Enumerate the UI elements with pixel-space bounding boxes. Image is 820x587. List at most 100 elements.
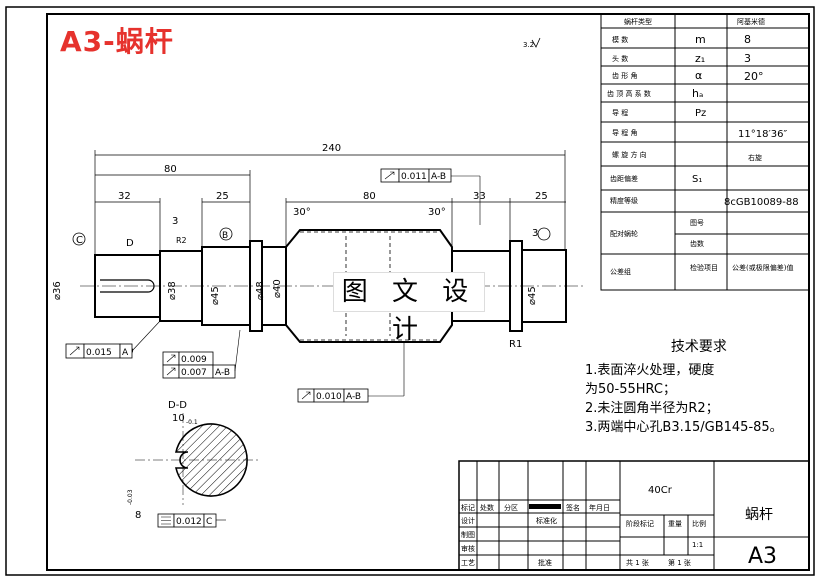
dim-33: 33 [473, 191, 486, 202]
param-value: 公差(或极限偏差)值 [732, 263, 793, 272]
title-block-text: 标记 处数 分区 签名 年月日 设计 标准化 制图 审核 工艺 批准 阶段标记 … [461, 503, 706, 567]
section-d-label: D [126, 238, 134, 249]
tb-label: 分区 [504, 503, 518, 512]
dim-32: 32 [118, 191, 131, 202]
dim-dia-38: ⌀38 [167, 281, 178, 300]
datum-b-label: B [222, 231, 228, 241]
dim-25-left: 25 [216, 191, 229, 202]
params-header-value: 阿基米德 [737, 17, 765, 26]
tb-label: 设计 [461, 516, 475, 525]
section-view [135, 413, 260, 505]
param-symbol: 齿数 [690, 239, 704, 248]
gdt-runout-top-value: 0.011 [401, 172, 427, 182]
watermark: 图 文 设 计 [333, 272, 485, 345]
tb-scale: 比例 [692, 519, 706, 528]
param-value: 20° [744, 70, 764, 83]
param-value: 3 [744, 52, 751, 65]
dim-left-section: 80 [164, 164, 177, 175]
tb-part-name: 蜗杆 [745, 507, 773, 523]
section-view-title: D-D [168, 400, 187, 411]
param-label: 模 数 [612, 35, 628, 44]
gdt-text: 0.015 A 0.009 0.007 A-B 0.011 A-B 0.010 … [86, 172, 446, 527]
section-width: 10 [172, 413, 185, 424]
tb-scale-value: 1:1 [692, 541, 703, 549]
param-label: 配对蜗轮 [610, 229, 638, 238]
dim-dia-left: ⌀36 [52, 281, 63, 300]
dimension-lines [94, 150, 566, 255]
dim-dia-48: ⌀48 [255, 281, 266, 300]
tech-item: 1.表面淬火处理，硬度 [585, 363, 715, 378]
section-depth: 8 [135, 510, 141, 521]
outer-border [5, 6, 815, 576]
datum-a-circle [537, 227, 551, 241]
tb-stage: 阶段标记 [626, 519, 654, 528]
dim-middle: 80 [363, 191, 376, 202]
tb-weight: 重量 [668, 520, 682, 528]
gdt-runout-ab2-datum: A-B [346, 392, 361, 402]
roughness-mark: 3.2 [523, 41, 534, 49]
gdt-runout-a-value: 0.015 [86, 348, 112, 358]
tb-label: 签名 [566, 503, 580, 512]
dim-dia-40: ⌀40 [272, 279, 283, 298]
datum-c-circle [72, 232, 86, 246]
tb-label: 年月日 [589, 503, 610, 512]
tb-label: 批准 [538, 558, 552, 567]
dim-r1: R1 [509, 339, 522, 350]
tb-material: 40Cr [648, 485, 673, 496]
param-symbol: hₐ [692, 87, 703, 100]
title-block [458, 460, 810, 571]
param-label: 头 数 [612, 54, 628, 63]
gdt-runout-a-datum: A [122, 348, 129, 358]
tb-sheets-total: 共 1 张 [626, 558, 649, 567]
tb-label: 审核 [461, 544, 475, 553]
param-label: 齿 形 角 [612, 71, 637, 80]
param-label: 公差组 [610, 267, 631, 276]
gdt-sym-value: 0.012 [176, 517, 202, 527]
param-label: 导 程 [612, 108, 628, 117]
param-symbol: S₁ [692, 174, 702, 185]
dim-3-left: 3 [172, 216, 178, 227]
tech-requirements: 技术要求 1.表面淬火处理，硬度 为50-55HRC； 2.未注圆角半径为R2；… [585, 338, 783, 437]
param-label: 齿距偏差 [610, 174, 638, 183]
gdt-sym-datum: C [206, 517, 212, 527]
param-label: 齿 顶 高 系 数 [607, 89, 651, 98]
tech-item: 2.未注圆角半径为R2； [585, 401, 719, 416]
title-block-bar [529, 504, 561, 509]
datum-b-circle [219, 227, 233, 241]
params-header-type: 蜗杆类型 [624, 17, 652, 26]
param-symbol: z₁ [695, 52, 705, 65]
param-symbol: m [695, 33, 706, 46]
dim-3-right: 3 [532, 228, 538, 239]
inner-border [46, 13, 810, 571]
tb-label: 处数 [480, 503, 494, 512]
dim-25-right: 25 [535, 191, 548, 202]
dim-dia-45-left: ⌀45 [210, 286, 221, 305]
sheet-title: A3-蜗杆 [60, 25, 174, 58]
gdt-runout-ab1-value: 0.007 [181, 368, 207, 378]
params-table [600, 13, 810, 291]
gdt-perp-value: 0.009 [181, 355, 207, 365]
param-value: 11°18′36″ [738, 129, 787, 140]
param-value: 8 [744, 33, 751, 46]
dim-chamfer-right: 30° [428, 207, 446, 218]
roughness-symbol-icon [531, 37, 541, 48]
section-depth-tol: -0.03 [127, 489, 134, 505]
gdt-runout-ab1-datum: A-B [215, 368, 230, 378]
gdt-runout-top-datum: A-B [431, 172, 446, 182]
dimension-labels: 240 80 32 25 3 80 33 25 3 30° 30° ⌀36 ⌀3… [52, 143, 548, 357]
gdt-runout-ab2-value: 0.010 [316, 392, 342, 402]
dim-dia-45-right: ⌀45 [527, 286, 538, 305]
tb-label: 标准化 [536, 516, 557, 525]
tech-item: 3.两端中心孔B3.15/GB145-85。 [585, 420, 783, 435]
tech-requirements-title: 技术要求 [670, 339, 727, 355]
tb-sheet-no: 第 1 张 [668, 558, 691, 567]
dim-r2: R2 [176, 236, 187, 245]
tb-sheet-size: A3 [748, 544, 777, 569]
param-value: 右旋 [748, 153, 762, 162]
param-symbol: 检验项目 [690, 263, 718, 272]
dim-chamfer-left: 30° [293, 207, 311, 218]
param-symbol: Pz [695, 108, 706, 119]
section-width-tol: -0.1 [186, 419, 198, 426]
